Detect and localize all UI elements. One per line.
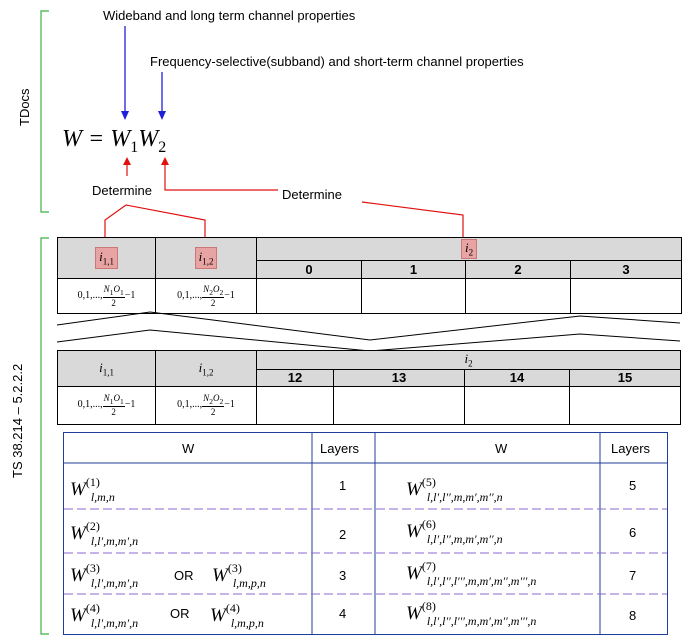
i11-header: i1,1 [57, 350, 156, 387]
col-header: 3 [570, 260, 682, 279]
precoder-expression: W(5)l,l′,l′′,m,m′,m′′,n [406, 475, 503, 504]
col-header: 14 [464, 368, 570, 387]
i11-header: i1,1 [57, 237, 156, 279]
layer-count: 7 [629, 568, 637, 583]
w-column-header: W [182, 441, 195, 456]
layers-column-header: Layers [320, 441, 360, 456]
or-label: OR [174, 568, 194, 583]
determine-right-label: Determine [282, 187, 342, 202]
precoder-expression: W(1)l,m,n [70, 475, 115, 504]
i2-header: i2 [256, 237, 682, 261]
determine-left-label: Determine [92, 183, 152, 198]
precoder-expression: W(7)l,l′,l′′,l′′′,m,m′,m′′,m′′′,n [406, 559, 537, 588]
precoder-grid [64, 433, 667, 634]
or-label: OR [170, 606, 190, 621]
tdocs-label: TDocs [17, 88, 32, 126]
precoder-expression: W(4)l,m,p,n [210, 601, 264, 630]
table-cell [333, 385, 465, 425]
ts-label: TS 38.214 – 5.2.2.2 [10, 363, 25, 478]
col-header: 12 [256, 368, 334, 387]
table-cell [570, 278, 682, 314]
w2-red-arrow [161, 157, 169, 165]
precoder-expression: W(2)l,l′,m,m′,n [70, 519, 139, 548]
layers-column-header: Layers [611, 441, 651, 456]
col-header: 13 [333, 368, 465, 387]
table-cell [256, 278, 362, 314]
col-header: 1 [361, 260, 466, 279]
precoder-expression: W(3)l,l′,m,m′,n [70, 561, 139, 590]
precoder-layers-table: W Layers W Layers W(1)l,m,n 1 W(5)l,l′,l… [63, 432, 668, 635]
col-header: 15 [569, 368, 681, 387]
layer-count: 6 [629, 525, 637, 540]
i12-header: i1,2 [155, 237, 257, 279]
table-cell [569, 385, 681, 425]
w-column-header: W [495, 441, 508, 456]
layer-count: 8 [629, 608, 637, 623]
layer-count: 5 [629, 478, 637, 493]
table-cell [464, 385, 570, 425]
layer-count: 3 [339, 568, 347, 583]
w-equation: W = W1W2 [62, 126, 167, 156]
table-cell [361, 278, 466, 314]
col-header: 0 [256, 260, 362, 279]
col-header: 2 [465, 260, 571, 279]
break-line-top [56, 311, 681, 341]
precoder-expression: W(8)l,l′,l′′,l′′′,m,m′,m′′,m′′′,n [406, 599, 537, 628]
layer-count: 2 [339, 527, 347, 542]
ts-bracket [40, 237, 49, 635]
freq-label: Frequency-selective(subband) and short-t… [150, 54, 524, 69]
precoder-expression: W(4)l,l′,m,m′,n [70, 601, 139, 630]
table-cell [256, 385, 334, 425]
tdocs-bracket [40, 10, 49, 213]
i12-header: i1,2 [155, 350, 257, 387]
break-line-bottom [56, 329, 681, 352]
wideband-label: Wideband and long term channel propertie… [103, 8, 356, 23]
precoder-expression: W(3)l,m,p,n [212, 561, 266, 590]
table-cell [465, 278, 571, 314]
i2-header: i2 [256, 350, 681, 370]
w1-red-arrow [123, 157, 131, 165]
layer-count: 4 [339, 606, 347, 621]
layer-count: 1 [339, 478, 347, 493]
precoder-expression: W(6)l,l′,l′′,m,m′,m′′,n [406, 517, 503, 546]
